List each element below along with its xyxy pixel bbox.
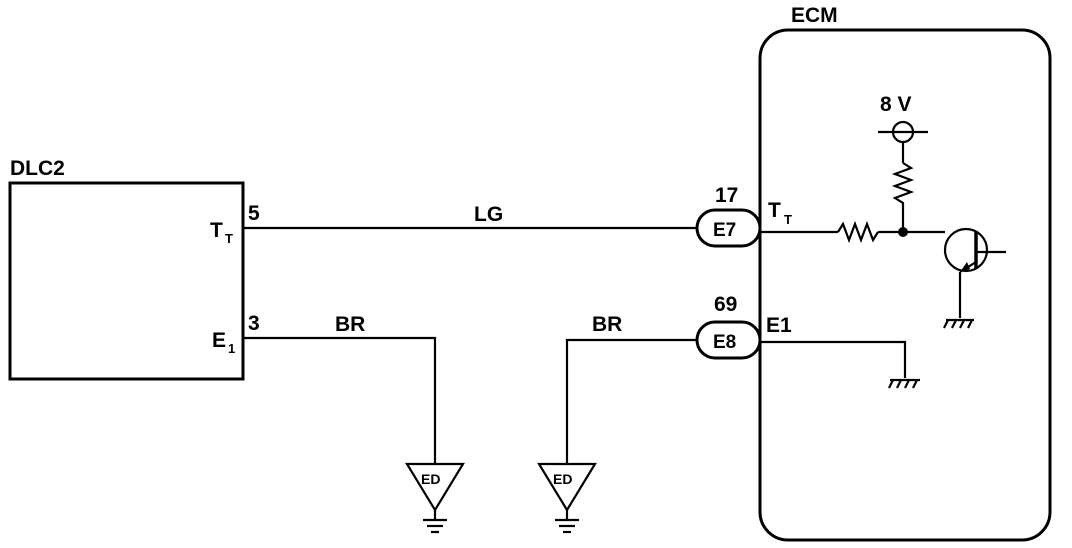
- wire-br-ecm: [565, 338, 697, 465]
- transistor-icon: [943, 227, 1006, 273]
- ecm-box: [758, 28, 1052, 542]
- ecm-e1-internal-wire: [760, 340, 907, 378]
- supply-terminal-icon: [878, 120, 928, 144]
- dlc2-pin-e1-symbol: E: [212, 329, 226, 352]
- wire-br-ecm-label: BR: [592, 313, 622, 336]
- wire-br-dlc2: [243, 336, 437, 465]
- ground-ed-right-triangle-icon: [537, 462, 597, 513]
- pullup-resistor-icon: [891, 162, 915, 232]
- ecm-ground-icon: [888, 378, 920, 389]
- wire-lg-label: LG: [474, 203, 503, 226]
- connector-e7-name: E7: [713, 220, 736, 241]
- ecm-pin-tt-symbol: T: [768, 199, 781, 222]
- dlc2-pin-tt-number: 5: [248, 202, 260, 225]
- junction-dot: [898, 227, 908, 237]
- connector-e8-name: E8: [713, 332, 736, 353]
- dlc2-pin-tt-symbol: T: [210, 219, 223, 242]
- ecm-pin-e1-label: E1: [766, 314, 792, 337]
- ground-ed-right-label: ED: [553, 471, 572, 487]
- ground-ed-left: ED: [405, 462, 465, 534]
- ground-ed-left-label: ED: [421, 471, 440, 487]
- dlc2-pin-tt-subscript: T: [225, 231, 233, 246]
- dlc2-box: [8, 181, 245, 381]
- dlc2-pin-e1-subscript: 1: [228, 341, 235, 356]
- chassis-ground-icon: [943, 318, 974, 329]
- connector-e8-pin: 69: [714, 293, 737, 316]
- dlc2-title: DLC2: [10, 157, 65, 180]
- connector-e7: E7 17: [695, 184, 762, 248]
- ground-ed-left-triangle-icon: [405, 462, 465, 513]
- ground-ed-right: ED: [537, 462, 597, 534]
- dlc2-pin-e1-number: 3: [248, 312, 260, 335]
- ecm-title: ECM: [791, 4, 838, 27]
- ecm-component: ECM T T E1 8 V: [758, 4, 1052, 542]
- connector-e8: E8 69: [695, 293, 762, 360]
- dlc2-component: DLC2 T T 5 E 1 3: [8, 157, 260, 381]
- supply-voltage-label: 8 V: [880, 93, 912, 116]
- wire-br-dlc2-label: BR: [335, 313, 365, 336]
- connector-e7-pin: 17: [715, 184, 738, 207]
- ecm-pin-tt-subscript: T: [784, 212, 792, 227]
- series-resistor-icon: [837, 220, 879, 244]
